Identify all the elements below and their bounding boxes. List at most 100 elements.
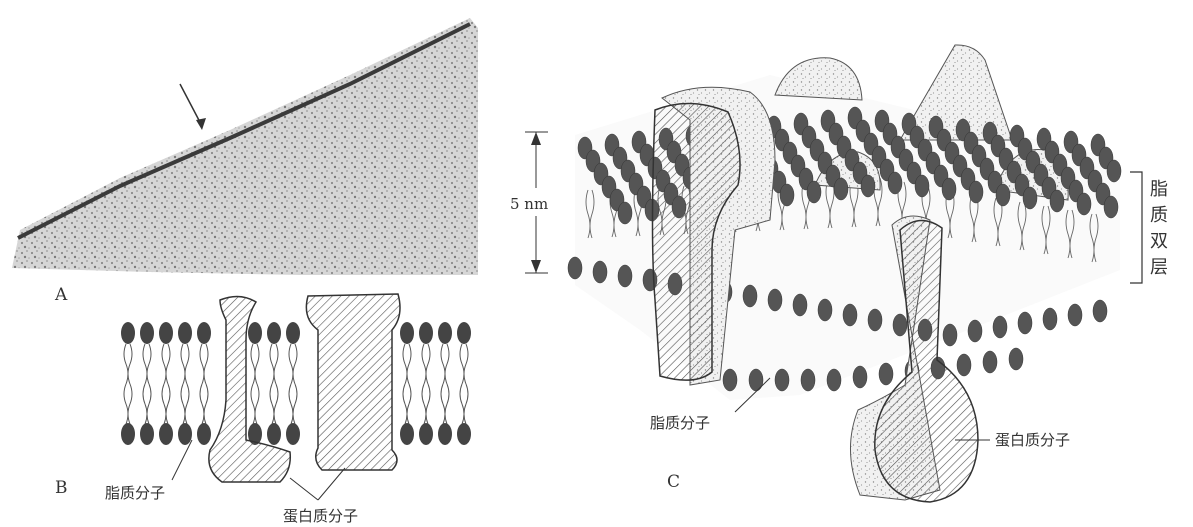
lipid-head [942, 178, 956, 200]
lipid-tail [143, 344, 151, 384]
lipid-head [568, 257, 582, 279]
lipid-head [438, 322, 452, 344]
lipid-tail [403, 384, 411, 424]
scale-label: 5 nm [510, 195, 548, 213]
lipid-tail [460, 344, 468, 384]
lipid-tail [422, 384, 430, 424]
lipid-head [943, 324, 957, 346]
lipid-head [1068, 304, 1082, 326]
lipid-head [879, 363, 893, 385]
c-protein-molecule-label: 蛋白质分子 [995, 431, 1070, 449]
lipid-tail [162, 344, 170, 384]
panel-a-letter: A [54, 285, 68, 305]
lipid-head [843, 304, 857, 326]
lipid-tail [251, 344, 259, 384]
lipid-head [1023, 187, 1037, 209]
bilayer-label-char-4: 层 [1150, 257, 1168, 278]
bilayer-bracket [1130, 172, 1142, 283]
lipid-head [438, 423, 452, 445]
lipid-head [178, 322, 192, 344]
lipid-head [827, 369, 841, 391]
lipid-head [996, 184, 1010, 206]
lipid-head [1093, 300, 1107, 322]
lipid-tail [441, 384, 449, 424]
lipid-head [121, 423, 135, 445]
lipid-head [853, 366, 867, 388]
panel-c: 5 nm 脂 质 双 层 脂质分子 蛋白质分子 C [510, 45, 1168, 502]
lipid-tail [181, 384, 189, 424]
lipid-head [723, 369, 737, 391]
lipid-pointer [172, 440, 192, 480]
lipid-head [993, 316, 1007, 338]
lipid-head [1043, 308, 1057, 330]
lipid-tail [162, 384, 170, 424]
lipid-head [1104, 196, 1118, 218]
scale-arrow-up-icon [531, 132, 541, 145]
lipid-head [1018, 312, 1032, 334]
lipid-head [1009, 348, 1023, 370]
lipid-head [768, 289, 782, 311]
lipid-head [267, 423, 281, 445]
lipid-head [749, 369, 763, 391]
lipid-head [983, 351, 997, 373]
lipid-tail [124, 384, 132, 424]
lipid-head [121, 322, 135, 344]
lipid-head [888, 172, 902, 194]
lipid-head [286, 322, 300, 344]
lipid-head [915, 175, 929, 197]
lipid-tail [422, 344, 430, 384]
lipid-molecule-label: 脂质分子 [105, 484, 165, 502]
lipid-head [593, 261, 607, 283]
lipid-tail [251, 384, 259, 424]
lipid-head [1050, 190, 1064, 212]
lipid-tail [181, 344, 189, 384]
lipid-head [793, 294, 807, 316]
lipid-head [197, 423, 211, 445]
lipid-head [197, 322, 211, 344]
lipid-tail [460, 384, 468, 424]
lipid-head [400, 322, 414, 344]
lipid-head [780, 184, 794, 206]
lipid-tail [270, 344, 278, 384]
lipid-head [419, 322, 433, 344]
panel-b-lipids [121, 322, 471, 445]
lipid-head [457, 322, 471, 344]
lipid-head [618, 202, 632, 224]
lipid-tail [200, 384, 208, 424]
lipid-head [140, 322, 154, 344]
protein-pointer-2 [318, 468, 345, 500]
protein-dome-1 [775, 58, 862, 100]
lipid-tail [200, 344, 208, 384]
lipid-head [775, 369, 789, 391]
lipid-head [457, 423, 471, 445]
panel-a: A [12, 18, 478, 305]
bilayer-label-char-2: 质 [1150, 205, 1168, 226]
lipid-tail [289, 384, 297, 424]
lipid-head [893, 314, 907, 336]
lipid-head [286, 423, 300, 445]
lipid-tail [403, 344, 411, 384]
lipid-head [968, 320, 982, 342]
lipid-head [861, 175, 875, 197]
lipid-head [969, 181, 983, 203]
lipid-head [1077, 193, 1091, 215]
lipid-head [159, 322, 173, 344]
lipid-tail [289, 344, 297, 384]
lipid-head [267, 322, 281, 344]
lipid-head [248, 322, 262, 344]
lipid-head [419, 423, 433, 445]
lipid-tail [270, 384, 278, 424]
lipid-head [801, 369, 815, 391]
lipid-head [834, 178, 848, 200]
arrowhead-icon [196, 118, 206, 130]
protein-pointer-1 [290, 478, 318, 500]
c-lipid-molecule-label: 脂质分子 [650, 414, 710, 432]
panel-b: B 脂质分子 蛋白质分子 [55, 294, 471, 525]
lipid-head [140, 423, 154, 445]
lipid-head [178, 423, 192, 445]
lipid-head [618, 265, 632, 287]
lipid-head [957, 354, 971, 376]
bilayer-label-char-3: 双 [1150, 231, 1168, 252]
lipid-head [1107, 160, 1121, 182]
